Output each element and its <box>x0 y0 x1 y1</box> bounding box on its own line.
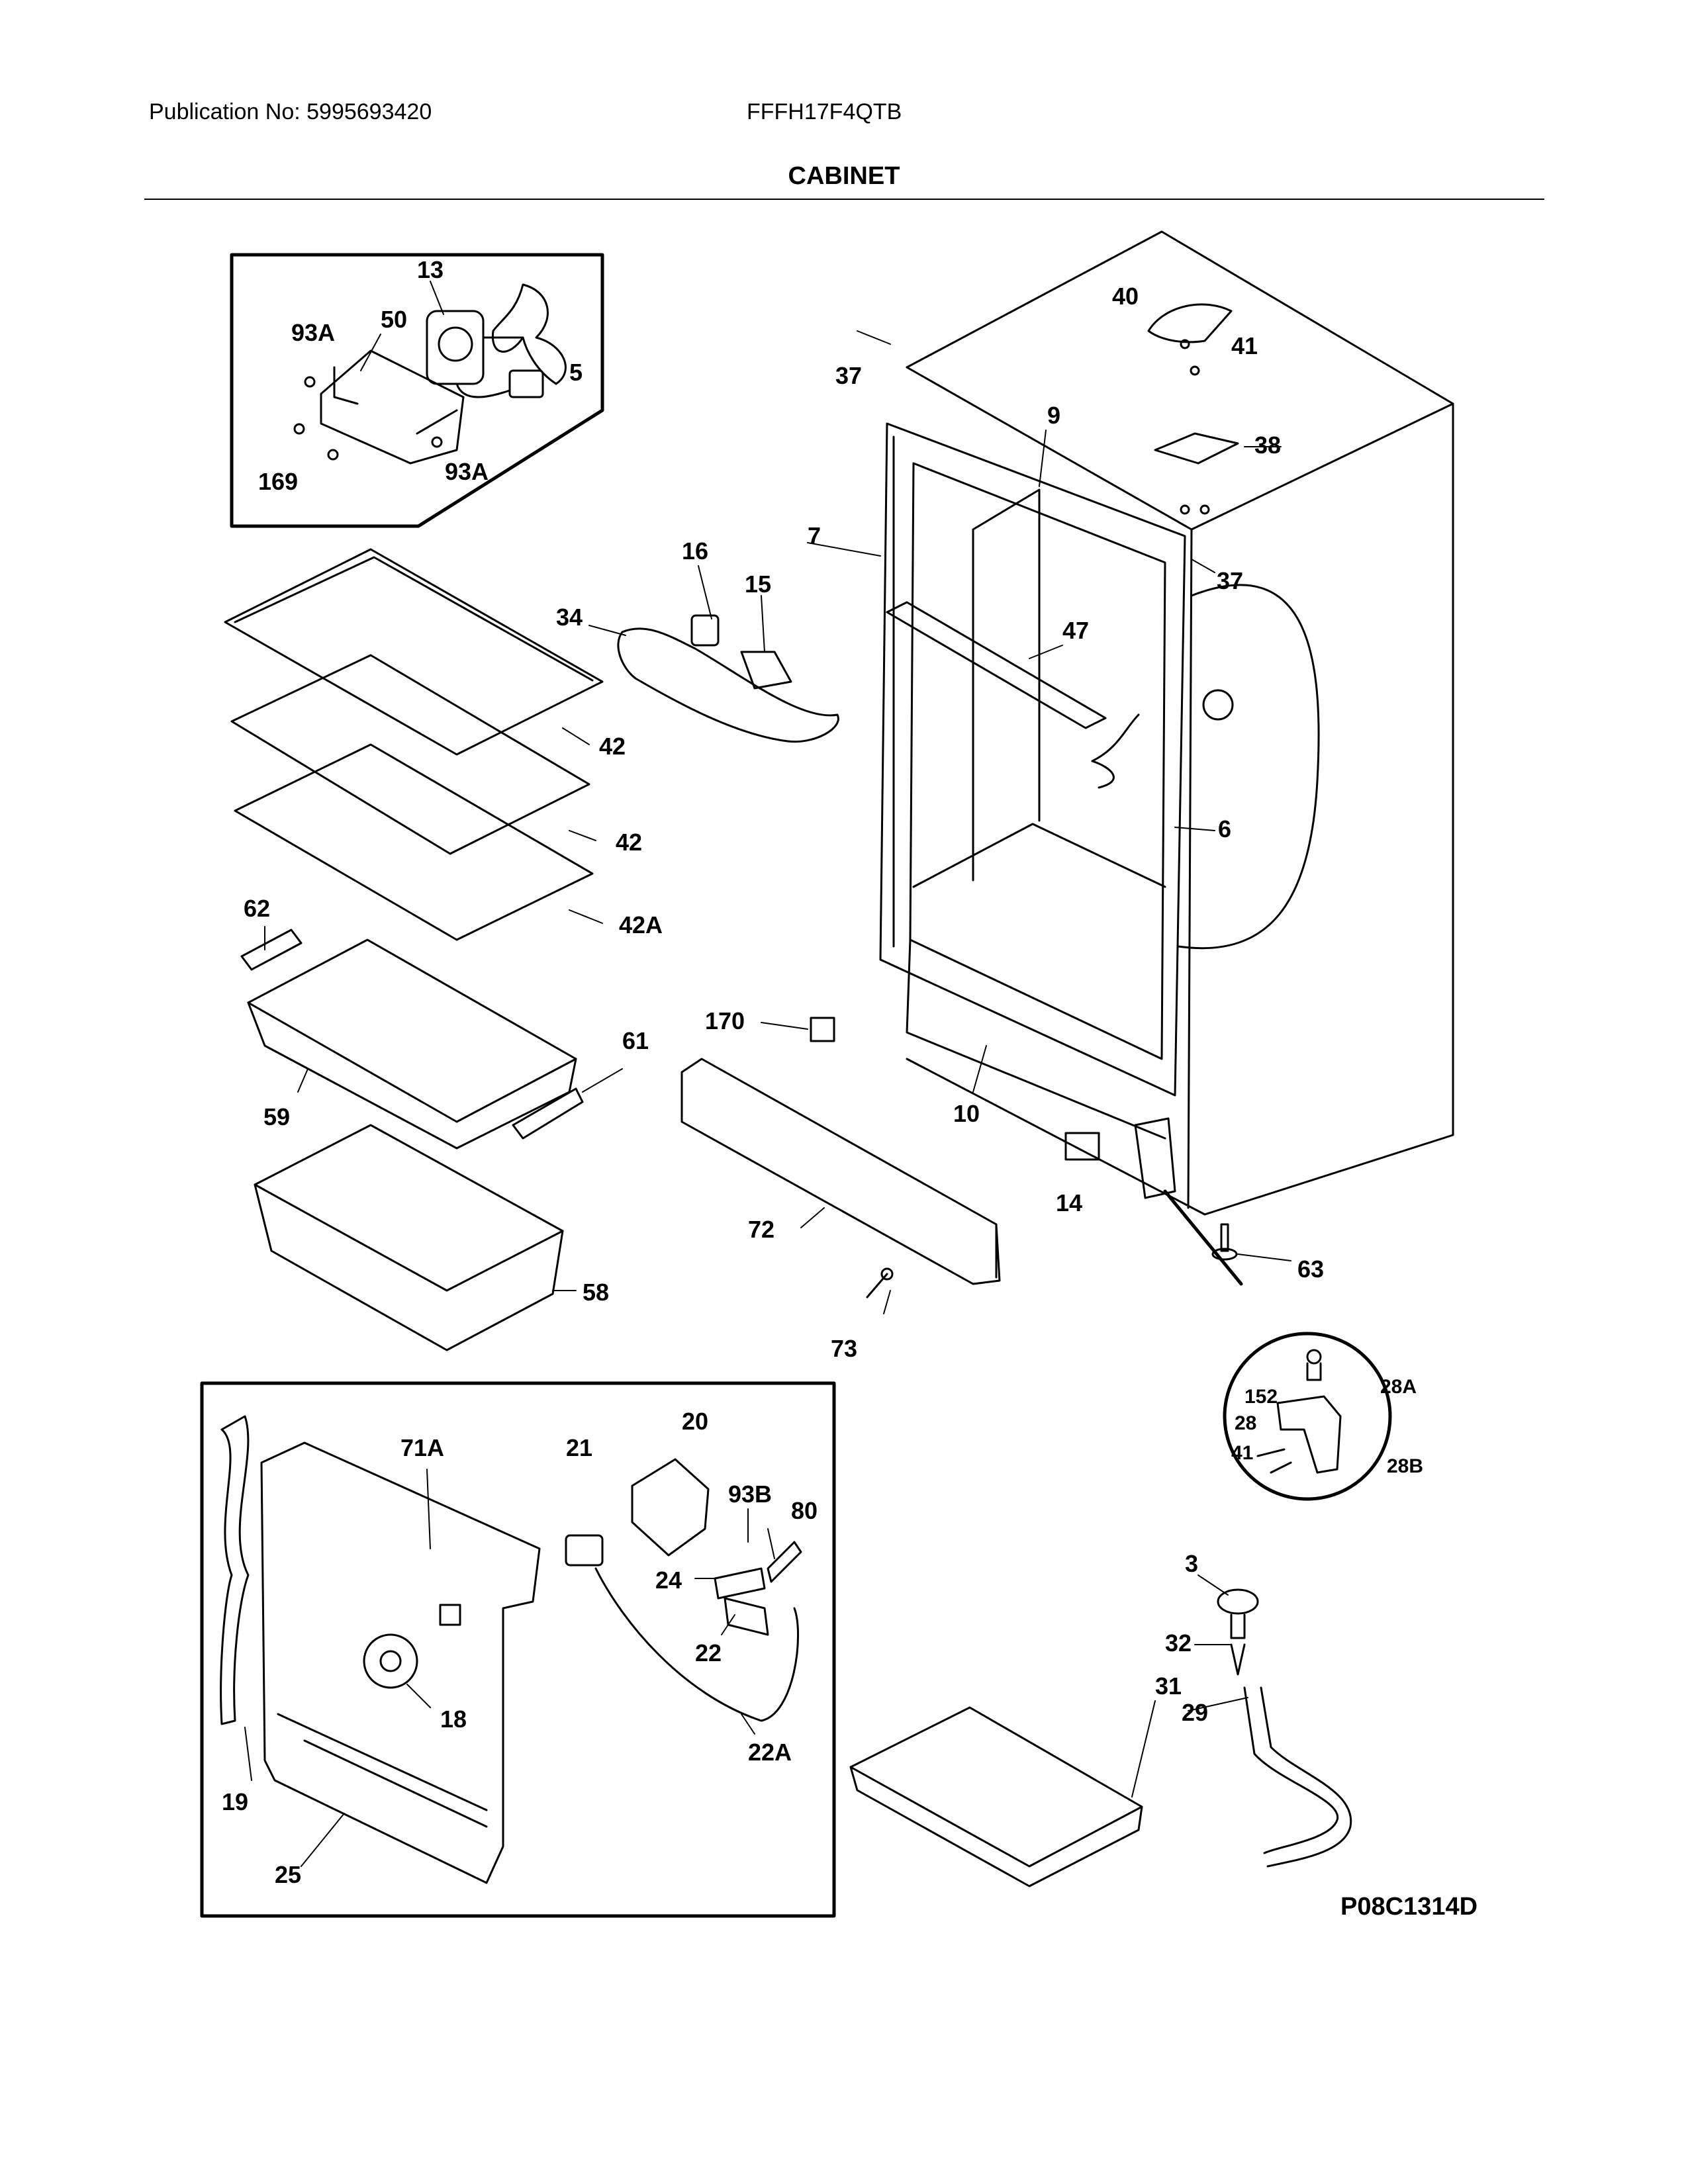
leveling-leg <box>1211 1223 1238 1261</box>
callout-152: 152 <box>1244 1386 1278 1408</box>
hinge-detail-circle <box>1223 1332 1392 1501</box>
top-hinge-assembly <box>1147 303 1239 515</box>
callout-59: 59 <box>263 1103 290 1130</box>
callout-28a: 28A <box>1380 1376 1417 1398</box>
callout-10: 10 <box>953 1100 980 1127</box>
fan-motor-assembly <box>293 283 567 465</box>
callout-22: 22 <box>695 1639 722 1666</box>
callout-38: 38 <box>1254 432 1281 459</box>
light-assembly <box>617 614 839 743</box>
callout-93a-lower: 93A <box>445 458 489 485</box>
header-rule <box>144 199 1544 200</box>
callout-62: 62 <box>244 895 270 922</box>
callout-31: 31 <box>1155 1672 1182 1700</box>
callout-47: 47 <box>1062 617 1089 644</box>
callout-73: 73 <box>831 1335 857 1362</box>
callout-5: 5 <box>569 359 583 386</box>
leader-lines <box>244 281 1291 1867</box>
fan-motor-inset-frame <box>230 253 604 528</box>
callout-41-top: 41 <box>1231 332 1258 359</box>
callout-3: 3 <box>1185 1550 1198 1577</box>
basket-lower <box>254 1124 564 1351</box>
callout-169: 169 <box>258 468 298 495</box>
callout-42a: 42A <box>619 911 663 938</box>
drain-pan <box>849 1706 1143 1888</box>
model-number: FFFH17F4QTB <box>747 99 902 124</box>
callout-6: 6 <box>1218 815 1231 842</box>
drain-trough <box>220 1415 250 1725</box>
callout-21: 21 <box>566 1434 592 1461</box>
cabinet-body <box>879 230 1454 1216</box>
callout-34: 34 <box>556 604 583 631</box>
callout-63: 63 <box>1297 1255 1324 1283</box>
drain-hose-assembly <box>1217 1588 1352 1868</box>
callout-14: 14 <box>1056 1189 1082 1216</box>
basket-upper <box>240 929 584 1150</box>
callout-22a: 22A <box>748 1739 792 1766</box>
callout-13: 13 <box>417 256 444 283</box>
part-170 <box>810 1017 835 1042</box>
callout-9: 9 <box>1047 402 1060 429</box>
callout-29: 29 <box>1182 1699 1208 1726</box>
callout-50: 50 <box>381 306 407 333</box>
kickplate-grille <box>680 1058 1001 1298</box>
bottom-hinge <box>1134 1117 1176 1199</box>
callout-15: 15 <box>745 570 771 598</box>
callout-25: 25 <box>275 1861 301 1888</box>
callout-80: 80 <box>791 1497 818 1524</box>
callout-28b: 28B <box>1387 1455 1423 1477</box>
hinge-detail-parts <box>1256 1349 1342 1474</box>
callout-37-left: 37 <box>835 362 862 389</box>
page-title: CABINET <box>788 162 900 190</box>
callout-20: 20 <box>682 1408 708 1435</box>
part-14-switch <box>1064 1132 1100 1161</box>
callout-41-hinge: 41 <box>1231 1442 1253 1464</box>
cabinet-shelf-bar <box>886 601 1107 729</box>
callout-40: 40 <box>1112 283 1139 310</box>
callout-71a: 71A <box>400 1434 444 1461</box>
publication-number: Publication No: 5995693420 <box>149 99 432 124</box>
callout-42-upper: 42 <box>599 733 626 760</box>
evaporator-inset-frame <box>200 1381 836 1918</box>
callout-18: 18 <box>440 1706 467 1733</box>
callout-7: 7 <box>808 522 821 549</box>
diagram-code: P08C1314D <box>1340 1893 1478 1921</box>
defrost-timer-parts <box>565 1458 802 1722</box>
callout-24: 24 <box>655 1567 682 1594</box>
callout-93a-upper: 93A <box>291 319 335 346</box>
callout-28: 28 <box>1235 1412 1256 1434</box>
callout-16: 16 <box>682 537 708 565</box>
callout-42-lower: 42 <box>616 829 642 856</box>
callout-19: 19 <box>222 1788 248 1815</box>
callout-61: 61 <box>622 1027 649 1054</box>
callout-32: 32 <box>1165 1629 1192 1657</box>
callout-72: 72 <box>748 1216 774 1243</box>
callout-37-right: 37 <box>1217 567 1243 594</box>
callout-93b: 93B <box>728 1480 772 1508</box>
evaporator-cover <box>260 1441 541 1884</box>
callout-170: 170 <box>705 1007 745 1034</box>
callout-58: 58 <box>583 1279 609 1306</box>
wire-shelves <box>224 548 604 941</box>
callout-labels: 13 50 93A 5 169 93A 37 40 41 9 38 7 37 1… <box>222 256 1423 1888</box>
